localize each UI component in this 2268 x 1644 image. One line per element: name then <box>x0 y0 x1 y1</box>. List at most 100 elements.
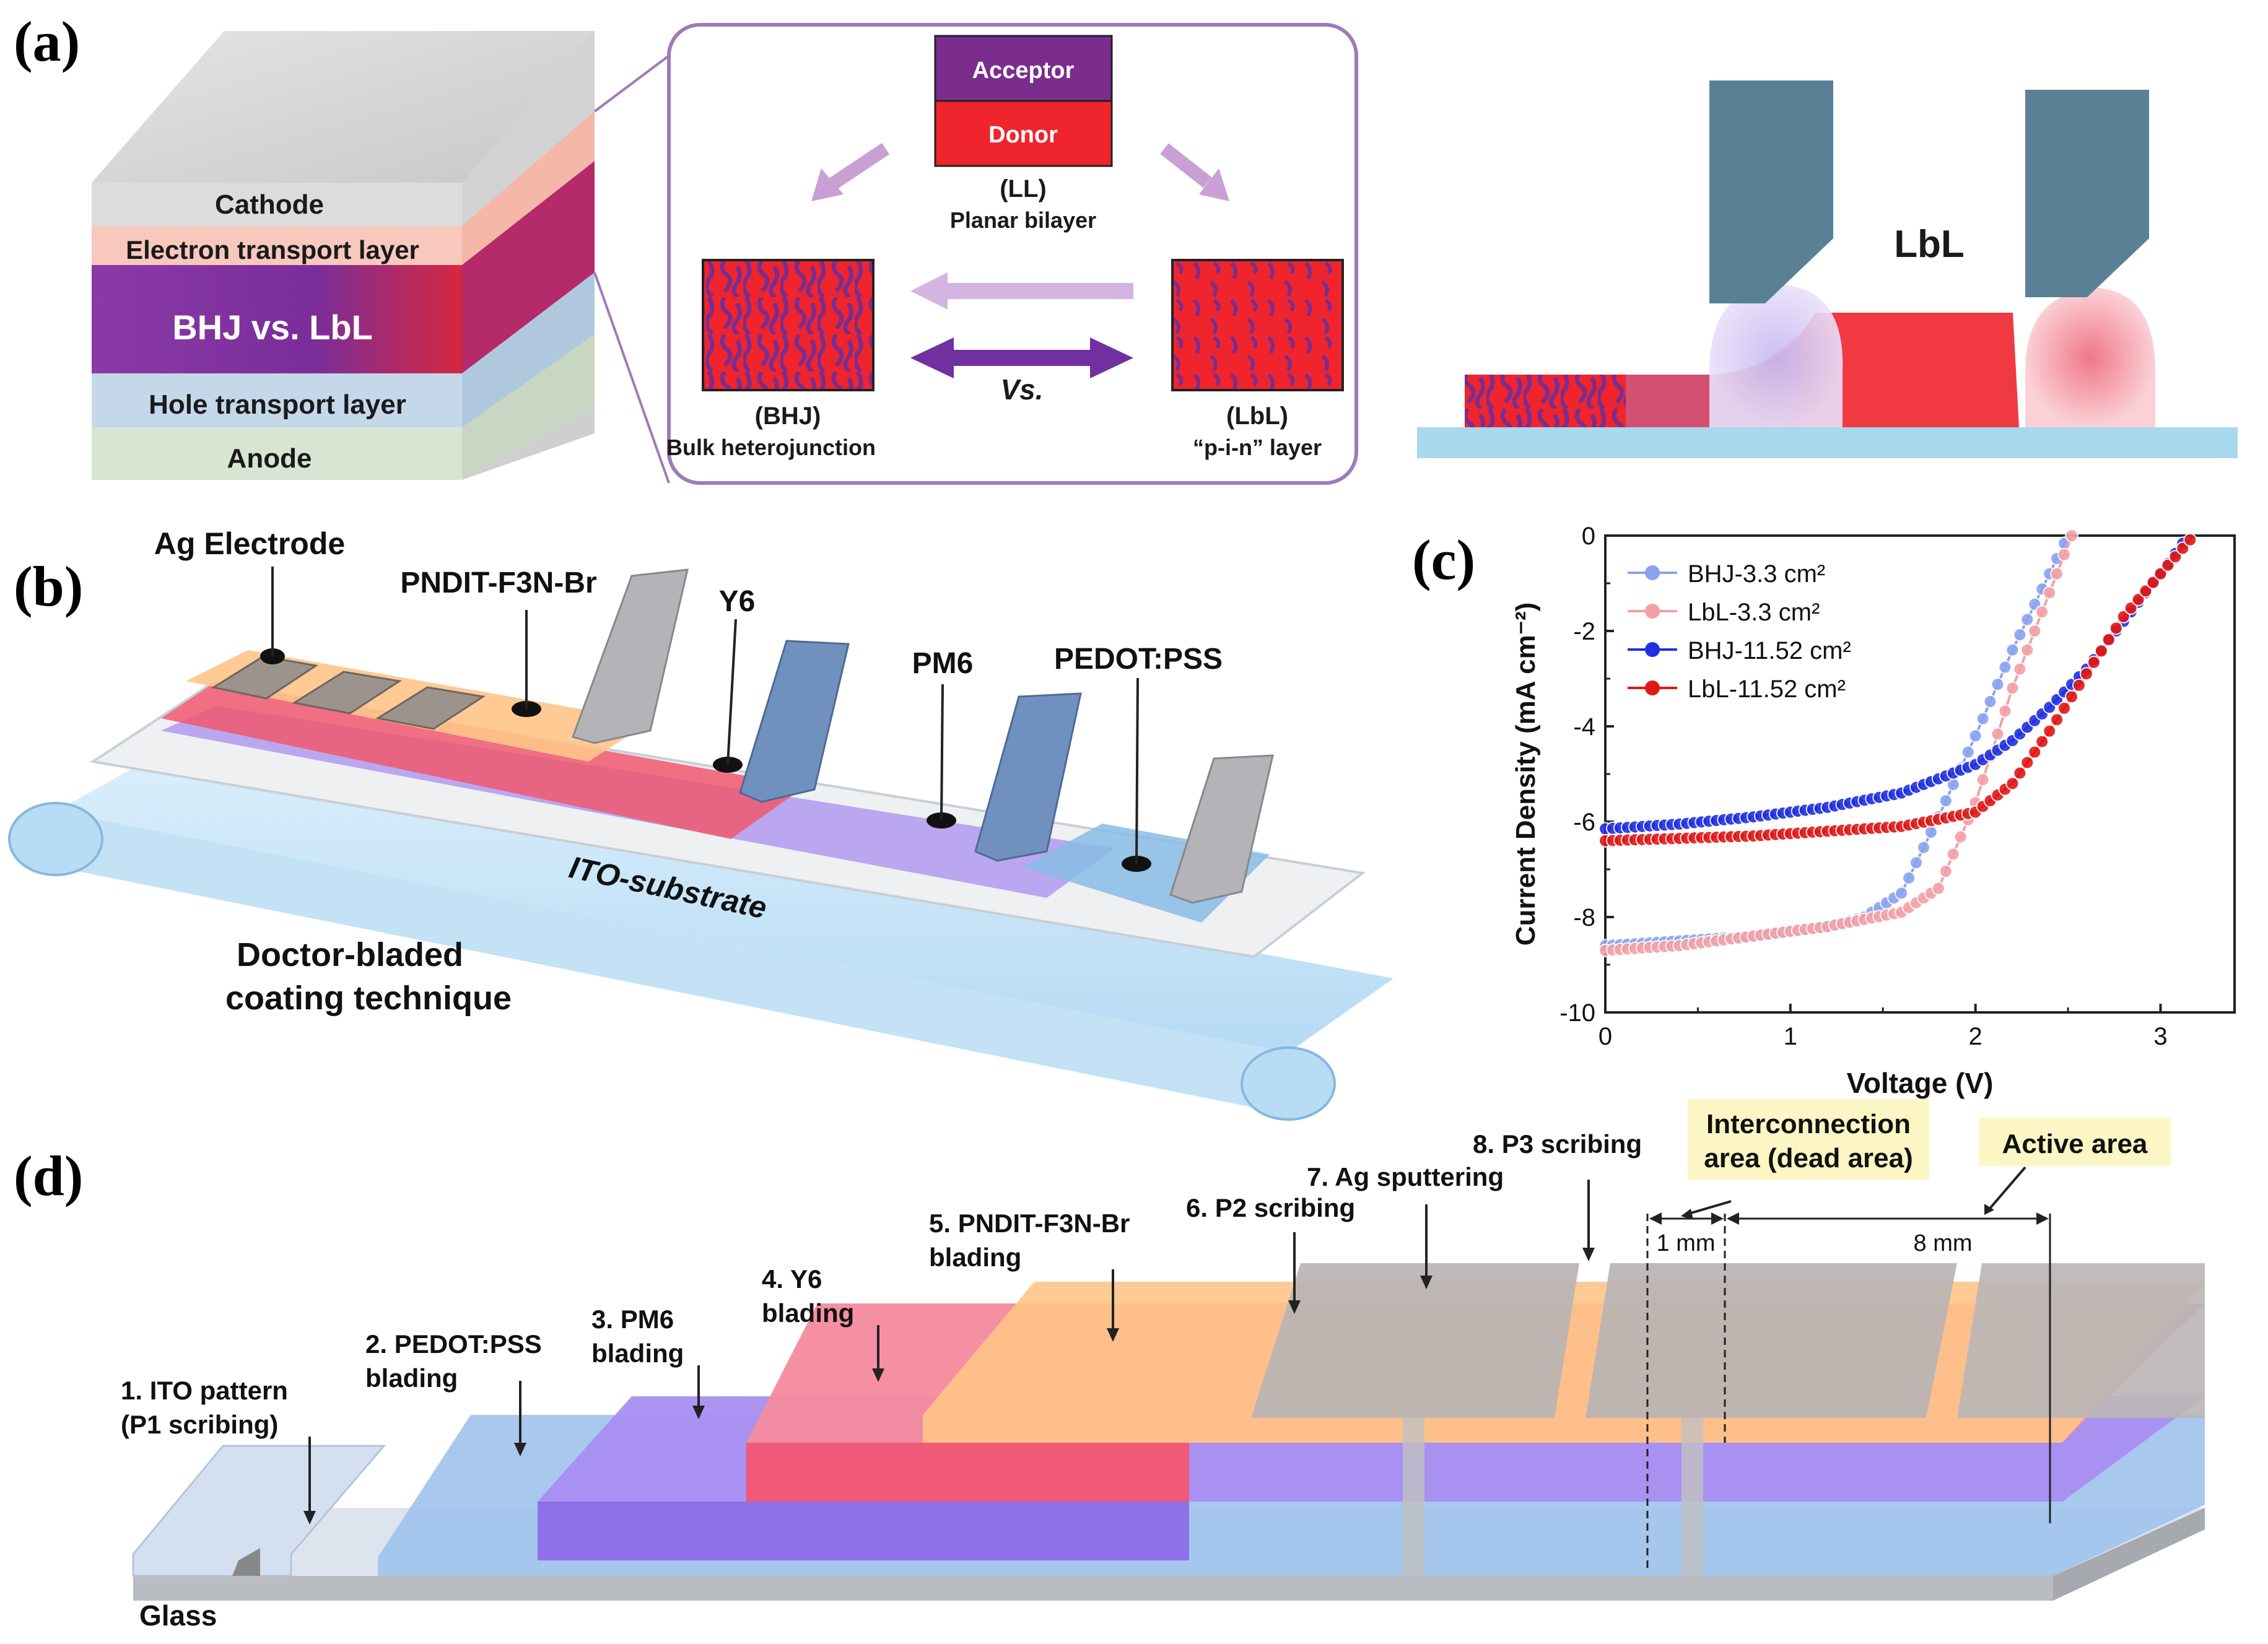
x-axis-label: Voltage (V) <box>1847 1067 1994 1099</box>
data-point <box>1931 881 1945 895</box>
acceptor-label: Acceptor <box>972 58 1075 84</box>
data-point <box>2043 586 2057 600</box>
data-point <box>1909 856 1924 870</box>
data-point <box>2057 701 2072 715</box>
data-point <box>2072 678 2086 692</box>
etl-label: Electron transport layer <box>126 235 419 264</box>
lbl-morphology <box>1171 259 1344 391</box>
caption-line1: Doctor-bladed <box>237 936 463 973</box>
data-point <box>2005 681 2020 695</box>
data-point <box>2116 609 2131 624</box>
data-point <box>2065 529 2079 542</box>
vs-label: Vs. <box>1000 373 1043 406</box>
arrow-ll-to-bhj <box>811 142 890 201</box>
x-tick-label: 1 <box>1784 1023 1797 1050</box>
legend-label: BHJ-3.3 cm² <box>1688 560 1825 588</box>
ag-electrode-label: Ag Electrode <box>154 526 345 561</box>
data-point <box>1939 864 1953 879</box>
x-tick-label: 2 <box>1969 1023 1982 1050</box>
ag-electrode-2 <box>1585 1263 1957 1418</box>
y6-film <box>161 681 805 839</box>
p3-scribe <box>1681 1418 1703 1576</box>
anode-label: Anode <box>227 443 312 474</box>
data-point <box>2050 713 2064 727</box>
legend-marker <box>1645 681 1660 695</box>
htl-label: Hole transport layer <box>149 389 406 420</box>
y6-label: Y6 <box>719 585 756 618</box>
data-point <box>2087 655 2101 669</box>
pndit-label: PNDIT-F3N-Br <box>400 567 596 599</box>
legend-marker <box>1645 565 1660 580</box>
dim-8mm-label: 8 mm <box>1914 1230 1973 1256</box>
active-label: BHJ vs. LbL <box>172 308 373 347</box>
data-point <box>1895 886 1909 900</box>
etl-layer <box>92 226 462 265</box>
data-point <box>2176 541 2190 555</box>
double-arrow-vs <box>910 337 1133 378</box>
data-point <box>2035 734 2049 749</box>
data-point <box>2050 567 2064 581</box>
dim-1mm-label: 1 mm <box>1657 1230 1716 1256</box>
data-point <box>2005 643 2020 657</box>
cathode-layer <box>92 183 462 226</box>
data-point <box>2020 755 2035 770</box>
data-point <box>2065 690 2079 704</box>
arrow-ll-to-lbl <box>1160 143 1229 201</box>
data-point <box>1998 660 2012 674</box>
data-point <box>2035 605 2049 619</box>
step6-label: 6. P2 scribing <box>1186 1193 1355 1222</box>
data-point <box>2101 632 2116 646</box>
data-point <box>1991 677 2005 692</box>
blade-pm6 <box>974 692 1082 862</box>
y-tick-label: -2 <box>1573 618 1595 645</box>
data-point <box>2124 601 2138 615</box>
data-point <box>1953 830 1968 844</box>
interconnect-line1: Interconnection <box>1706 1109 1911 1139</box>
htl-layer <box>92 373 462 427</box>
ag-electrode-3 <box>1957 1263 2205 1418</box>
panel-b: (b) <box>8 526 1394 1121</box>
y-tick-label: -10 <box>1559 999 1595 1027</box>
step4-line1: 4. Y6 <box>762 1264 822 1294</box>
data-point <box>2020 643 2035 657</box>
ito-strip-1 <box>132 1445 386 1577</box>
step5-line1: 5. PNDIT-F3N-Br <box>929 1209 1130 1238</box>
data-point <box>2005 776 2020 791</box>
data-point <box>2020 612 2035 627</box>
data-point <box>1991 727 2005 741</box>
data-point <box>2161 558 2175 572</box>
x-tick-label: 0 <box>1599 1023 1612 1050</box>
conveyor <box>8 749 1394 1121</box>
meniscus-red <box>2025 288 2155 427</box>
series-3 <box>1599 533 2197 848</box>
data-point <box>2094 644 2108 658</box>
dim-8mm-arrow <box>1727 1212 2049 1225</box>
y-tick-label: -4 <box>1573 713 1595 741</box>
data-point <box>2013 628 2027 642</box>
pm6-label: PM6 <box>912 647 974 680</box>
pm6-layer-front <box>538 1502 1189 1560</box>
meniscus-blue <box>1709 285 1843 427</box>
data-point <box>1902 871 1916 885</box>
y-tick-label: 0 <box>1582 523 1595 550</box>
interconnect-line2: area (dead area) <box>1704 1143 1913 1173</box>
glass-front <box>133 1576 2053 1601</box>
y-axis-label: Current Density (mA cm⁻²) <box>1511 602 1541 946</box>
panel-d-letter: (d) <box>14 1144 83 1207</box>
data-point <box>2043 724 2057 738</box>
data-point <box>2079 667 2093 681</box>
morphology-inset: Acceptor Donor (LL) Planar bilayer <box>666 23 1358 485</box>
legend-label: LbL-3.3 cm² <box>1688 599 1820 626</box>
donor-label: Donor <box>988 122 1058 148</box>
legend-marker <box>1645 642 1660 657</box>
step-arrows <box>303 1166 2026 1524</box>
step2-line2: blading <box>365 1363 458 1393</box>
glass-label: Glass <box>139 1599 217 1632</box>
y6-layer-front <box>746 1443 1189 1502</box>
device-stack: Cathode Electron transport layer BHJ vs.… <box>92 31 595 480</box>
data-point <box>2168 550 2183 564</box>
arrow-lbl-to-bhj <box>910 272 1133 310</box>
